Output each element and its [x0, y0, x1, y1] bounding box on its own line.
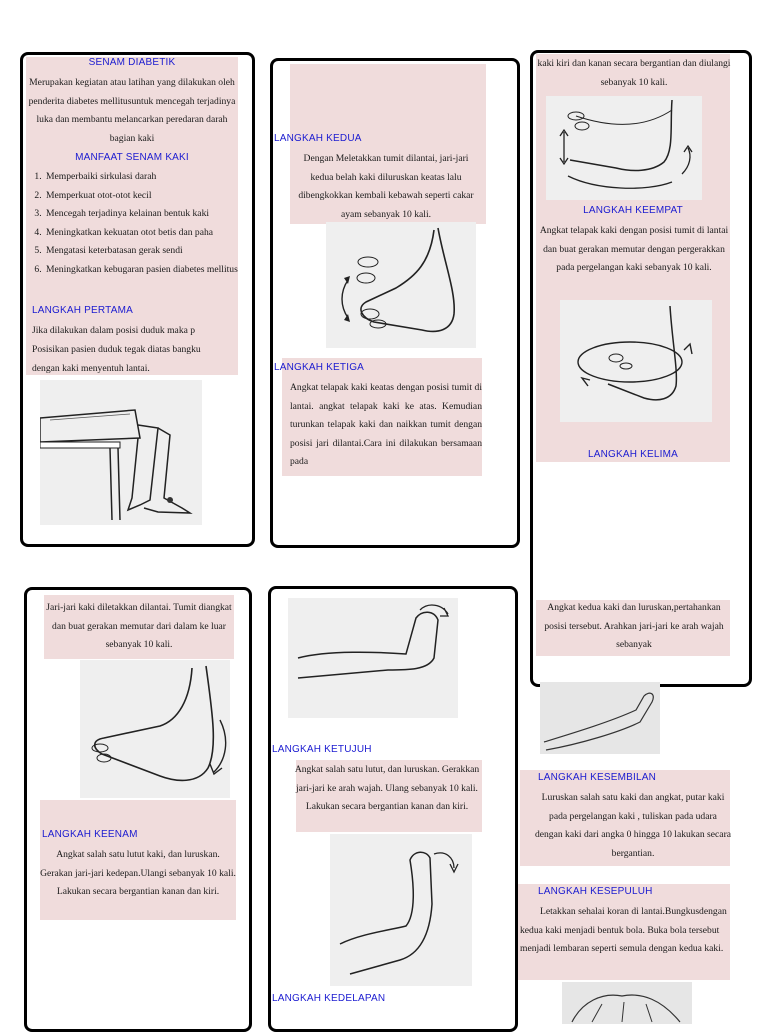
benefits-title: MANFAAT SENAM KAKI	[75, 152, 189, 163]
step2-text: Dengan Meletakkan tumit dilantai, jari-j…	[298, 153, 474, 220]
step1-line: Jika dilakukan dalam posisi duduk maka p	[32, 325, 196, 336]
step4-text: Angkat telapak kaki dengan posisi tumit …	[539, 225, 729, 273]
step9-block	[520, 770, 730, 866]
step4-title: LANGKAH KEEMPAT	[583, 205, 683, 216]
foot-flex-illustration	[330, 834, 472, 986]
step8-continued-block	[536, 600, 730, 656]
step9-text: Luruskan salah satu kaki dan angkat, put…	[534, 792, 732, 859]
step3-block	[282, 358, 482, 476]
brochure-title: SENAM DIABETIK	[88, 57, 176, 68]
step9-title: LANGKAH KESEMBILAN	[538, 772, 657, 783]
step7-block	[296, 760, 482, 832]
step1-line: Posisikan pasien duduk tegak diatas bang…	[32, 344, 201, 355]
benefit-item: Meningkatkan kekuatan otot betis dan pah…	[44, 224, 240, 243]
step10-block	[518, 884, 730, 980]
step1-line: dengan kaki menyentuh lantai.	[32, 363, 150, 374]
step10-title: LANGKAH KESEPULUH	[538, 886, 653, 897]
step8-text: Angkat kedua kaki dan luruskan,pertahank…	[544, 602, 724, 650]
leg-raise-illustration	[288, 598, 458, 718]
step10-text: Letakkan sehalai koran di lantai.Bungkus…	[520, 906, 727, 954]
panel-frame-1	[20, 52, 255, 547]
benefit-item: Memperkuat otot-otot kecil	[44, 187, 240, 206]
step3-continued-text: kaki kiri dan kanan secara bergantian da…	[537, 58, 731, 88]
step2-title: LANGKAH KEDUA	[274, 133, 362, 144]
ankle-rotation-illustration	[560, 300, 712, 422]
panel-frame-2	[270, 58, 520, 548]
both-legs-raise-illustration	[540, 682, 660, 754]
newspaper-ball-illustration	[562, 982, 692, 1024]
step2-block	[290, 64, 486, 224]
benefit-item: Memperbaiki sirkulasi darah	[44, 168, 240, 187]
step5-text: Jari-jari kaki diletakkan dilantai. Tumi…	[46, 602, 232, 650]
step3-title: LANGKAH KETIGA	[274, 362, 365, 373]
toes-curl-illustration	[326, 222, 476, 348]
step7-text: Angkat salah satu lutut, dan luruskan. G…	[294, 764, 480, 812]
benefit-item: Mencegah terjadinya kelainan bentuk kaki	[44, 205, 240, 224]
step8-title: LANGKAH KEDELAPAN	[272, 993, 386, 1004]
step6-text: Angkat salah satu lutut kaki, dan lurusk…	[40, 849, 236, 897]
sitting-on-bench-illustration	[40, 380, 202, 525]
step1-title: LANGKAH PERTAMA	[32, 305, 133, 316]
heel-raise-illustration	[546, 96, 702, 200]
intro-block	[26, 57, 238, 375]
benefits-list: Memperbaiki sirkulasi darah Memperkuat o…	[26, 168, 240, 279]
benefit-item: Meningkatkan kebugaran pasien diabetes m…	[44, 261, 240, 280]
step6-title: LANGKAH KEENAM	[42, 829, 138, 840]
step6-block	[40, 800, 236, 920]
intro-paragraph: Merupakan kegiatan atau latihan yang dil…	[28, 77, 236, 144]
step5-continued-block	[44, 595, 234, 659]
heel-rotation-illustration	[80, 660, 230, 798]
step3-text: Angkat telapak kaki keatas dengan posisi…	[290, 382, 482, 467]
step5-title: LANGKAH KELIMA	[587, 449, 679, 460]
benefit-item: Mengatasi keterbatasan gerak sendi	[44, 242, 240, 261]
step7-title: LANGKAH KETUJUH	[272, 744, 372, 755]
